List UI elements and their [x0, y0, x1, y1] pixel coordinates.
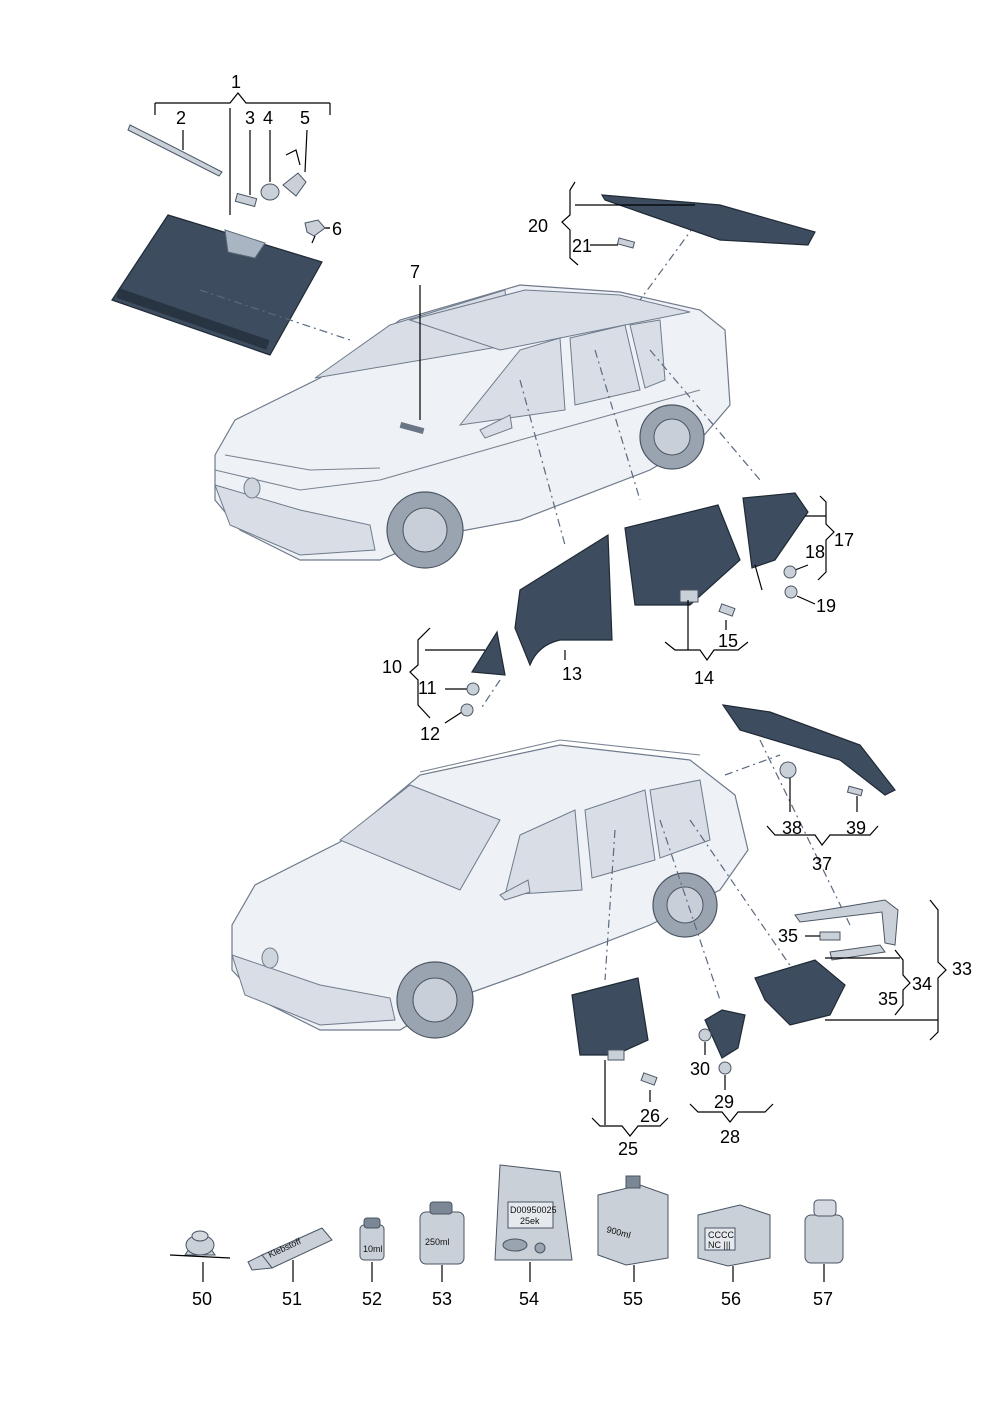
label-10: 10 — [382, 657, 402, 677]
estate-quarter-group: 30 29 28 — [689, 1009, 774, 1147]
label-7: 7 — [410, 262, 420, 282]
estate-car — [231, 739, 749, 1039]
label-18: 18 — [805, 542, 825, 562]
consumables: 50 Klebstoff 51 10ml 52 250ml 53 — [169, 1164, 844, 1309]
item-53: 250ml 53 — [419, 1201, 465, 1309]
label-34: 34 — [912, 974, 932, 994]
sensor-pad — [234, 192, 258, 208]
box-56-line1: CCCC — [708, 1230, 734, 1240]
item-56: CCCC NC ||| 56 — [697, 1204, 771, 1309]
label-2: 2 — [176, 108, 186, 128]
label-26: 26 — [640, 1106, 660, 1126]
item-52: 10ml 52 — [359, 1217, 385, 1309]
estate-rear-door-glass: 26 25 — [571, 977, 669, 1159]
item-51: Klebstoff 51 — [247, 1227, 333, 1309]
label-38: 38 — [782, 818, 802, 838]
front-quarter-group: 10 11 12 — [382, 627, 506, 744]
label-5: 5 — [300, 108, 310, 128]
label-52: 52 — [362, 1289, 382, 1309]
trim-strip — [127, 124, 223, 177]
label-12: 12 — [420, 724, 440, 744]
label-35a: 35 — [778, 926, 798, 946]
bottle-52-label: 10ml — [363, 1244, 383, 1254]
label-11: 11 — [418, 678, 437, 698]
windscreen-group: 1 2 3 4 5 6 — [111, 72, 342, 356]
rain-sensor — [282, 172, 307, 197]
rear-window-estate: 38 39 37 — [721, 704, 896, 874]
rear-window-sedan: 20 21 — [528, 181, 816, 266]
label-29: 29 — [714, 1092, 734, 1112]
label-15: 15 — [718, 631, 738, 651]
label-3: 3 — [245, 108, 255, 128]
box-56-line2: NC ||| — [708, 1240, 731, 1250]
label-55: 55 — [623, 1289, 643, 1309]
item-57: 57 — [804, 1199, 844, 1309]
rear-door-glass: 14 15 — [624, 504, 749, 688]
quarter-glass-estate: 35 33 34 35 — [754, 899, 972, 1041]
label-35b: 35 — [878, 989, 898, 1009]
front-door-glass: 13 — [514, 533, 613, 684]
label-51: 51 — [282, 1289, 302, 1309]
rear-quarter-group: 17 18 19 — [742, 492, 854, 616]
item-50: 50 — [169, 1230, 231, 1309]
label-30: 30 — [690, 1059, 710, 1079]
label-53: 53 — [432, 1289, 452, 1309]
sedan-car — [214, 284, 731, 569]
windscreen — [111, 214, 323, 356]
item-54: D00950025 25ek 54 — [494, 1164, 573, 1309]
label-37: 37 — [812, 854, 832, 874]
label-1: 1 — [231, 72, 241, 92]
label-57: 57 — [813, 1289, 833, 1309]
label-13: 13 — [562, 664, 582, 684]
label-19: 19 — [816, 596, 836, 616]
label-33: 33 — [952, 959, 972, 979]
bag-54-line1: D00950025 — [510, 1205, 557, 1215]
label-50: 50 — [192, 1289, 212, 1309]
label-20: 20 — [528, 216, 548, 236]
label-56: 56 — [721, 1289, 741, 1309]
label-28: 28 — [720, 1127, 740, 1147]
label-21: 21 — [572, 236, 592, 256]
label-17: 17 — [834, 530, 854, 550]
label-54: 54 — [519, 1289, 539, 1309]
cover-cap — [260, 183, 280, 201]
label-4: 4 — [263, 108, 273, 128]
item-55: 900ml 55 — [597, 1175, 669, 1309]
label-6: 6 — [332, 219, 342, 239]
bag-54-line2: 25ek — [520, 1216, 540, 1226]
connector — [304, 219, 326, 237]
can-53-label: 250ml — [425, 1237, 450, 1247]
label-39: 39 — [846, 818, 866, 838]
label-25: 25 — [618, 1139, 638, 1159]
label-14: 14 — [694, 668, 714, 688]
